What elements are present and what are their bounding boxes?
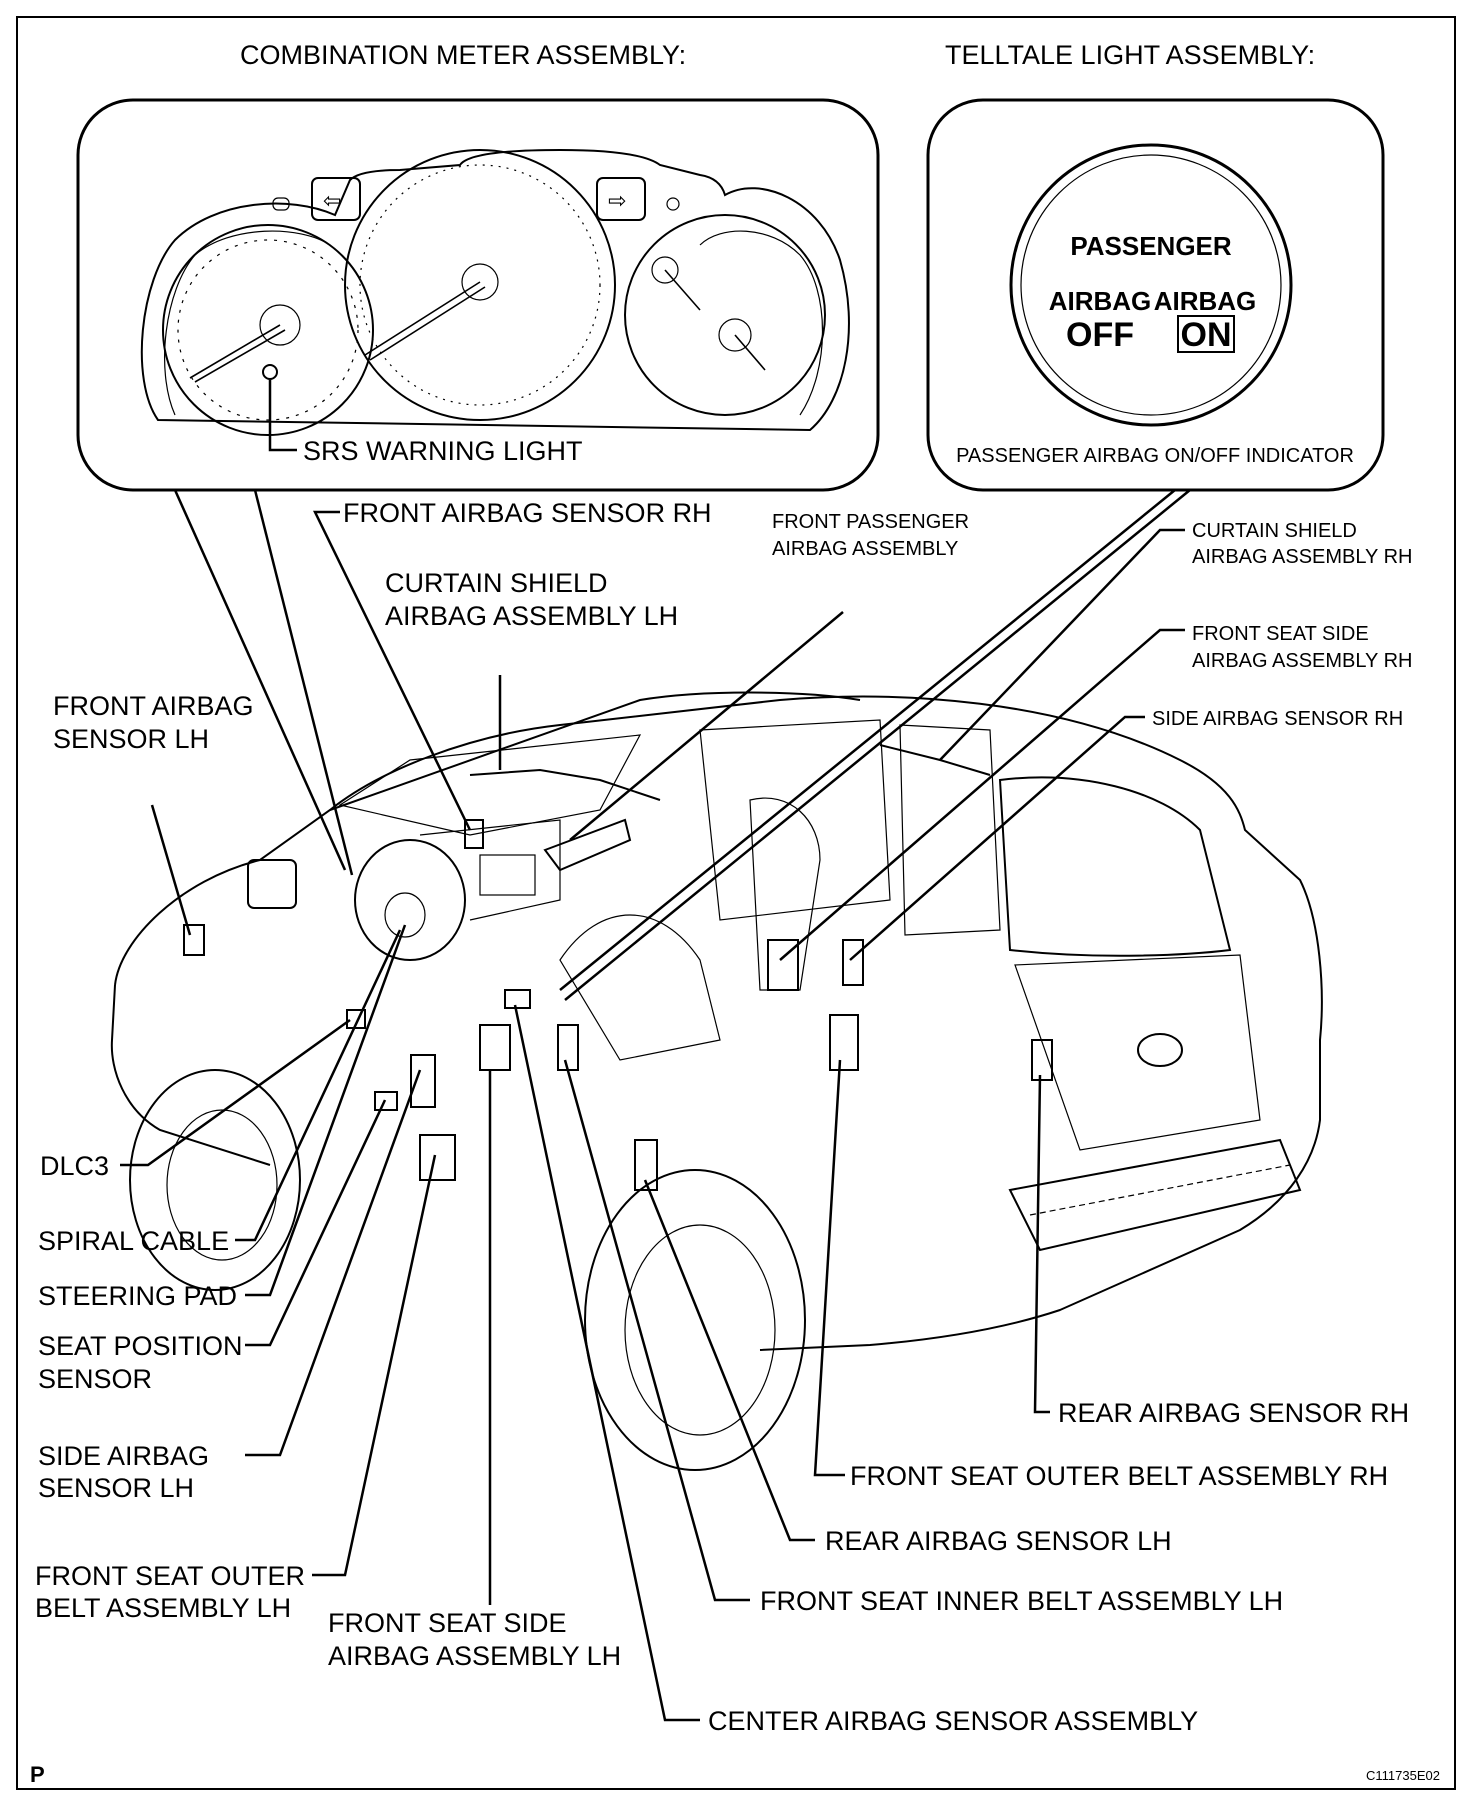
footer-page-letter: P xyxy=(30,1762,45,1787)
indicator-on-box xyxy=(1177,315,1235,353)
label-dlc3: DLC3 xyxy=(40,1151,109,1181)
label-front-seat-side-rh-line2: AIRBAG ASSEMBLY RH xyxy=(1192,650,1412,672)
combination-meter-inset: ⇦ ⇨ xyxy=(76,98,880,492)
label-side-airbag-sensor-rh: SIDE AIRBAG SENSOR RH xyxy=(1152,708,1403,730)
label-rear-airbag-sensor-lh: REAR AIRBAG SENSOR LH xyxy=(825,1526,1172,1556)
indicator-airbag-right-text: AIRBAG xyxy=(1154,286,1257,316)
label-seat-position-sensor-line1: SEAT POSITION xyxy=(38,1331,243,1361)
label-curtain-shield-rh-line2: AIRBAG ASSEMBLY RH xyxy=(1192,546,1412,568)
label-front-seat-side-rh-line1: FRONT SEAT SIDE xyxy=(1192,623,1369,645)
vehicle-drawing xyxy=(110,691,1323,1471)
label-front-seat-outer-belt-rh: FRONT SEAT OUTER BELT ASSEMBLY RH xyxy=(850,1461,1388,1491)
label-front-airbag-sensor-rh: FRONT AIRBAG SENSOR RH xyxy=(343,498,712,528)
indicator-passenger-text: PASSENGER xyxy=(1070,231,1232,261)
turn-left-icon: ⇦ xyxy=(323,188,341,213)
label-front-airbag-sensor-lh-line1: FRONT AIRBAG xyxy=(53,691,254,721)
label-front-seat-side-lh-line1: FRONT SEAT SIDE xyxy=(328,1608,567,1638)
leader-lines xyxy=(120,489,1191,1722)
indicator-airbag-left-text: AIRBAG xyxy=(1049,286,1152,316)
srs-warning-light-icon xyxy=(262,364,278,380)
label-curtain-shield-lh-line2: AIRBAG ASSEMBLY LH xyxy=(385,601,678,631)
label-center-airbag-sensor: CENTER AIRBAG SENSOR ASSEMBLY xyxy=(708,1706,1198,1736)
footer-figure-code: C111735E02 xyxy=(1366,1768,1440,1783)
header-telltale-light: TELLTALE LIGHT ASSEMBLY: xyxy=(945,40,1315,70)
label-side-airbag-sensor-lh-line1: SIDE AIRBAG xyxy=(38,1441,209,1471)
label-curtain-shield-lh-line1: CURTAIN SHIELD xyxy=(385,568,608,598)
label-seat-position-sensor-line2: SENSOR xyxy=(38,1364,152,1394)
telltale-light-inset: PASSENGER AIRBAG AIRBAG OFF ON PASSENGER… xyxy=(926,98,1385,492)
label-front-passenger-airbag-line1: FRONT PASSENGER xyxy=(772,511,969,533)
label-rear-airbag-sensor-rh: REAR AIRBAG SENSOR RH xyxy=(1058,1398,1409,1428)
indicator-caption: PASSENGER AIRBAG ON/OFF INDICATOR xyxy=(956,445,1354,467)
label-front-seat-inner-belt-lh: FRONT SEAT INNER BELT ASSEMBLY LH xyxy=(760,1586,1283,1616)
label-spiral-cable: SPIRAL CABLE xyxy=(38,1226,229,1256)
label-side-airbag-sensor-lh-line2: SENSOR LH xyxy=(38,1473,194,1503)
indicator-off-text: OFF xyxy=(1066,316,1134,354)
diagram-frame xyxy=(16,16,1456,1790)
indicator-on-text: ON xyxy=(1181,316,1232,354)
header-combination-meter: COMBINATION METER ASSEMBLY: xyxy=(240,40,686,70)
label-curtain-shield-rh-line1: CURTAIN SHIELD xyxy=(1192,520,1357,542)
label-front-seat-side-lh-line2: AIRBAG ASSEMBLY LH xyxy=(328,1641,621,1671)
label-front-airbag-sensor-lh-line2: SENSOR LH xyxy=(53,724,209,754)
label-front-passenger-airbag-line2: AIRBAG ASSEMBLY xyxy=(772,538,958,560)
label-front-seat-outer-belt-lh-line1: FRONT SEAT OUTER xyxy=(35,1561,305,1591)
label-srs-warning-light: SRS WARNING LIGHT xyxy=(303,436,583,466)
label-front-seat-outer-belt-lh-line2: BELT ASSEMBLY LH xyxy=(35,1593,291,1623)
label-steering-pad: STEERING PAD xyxy=(38,1281,237,1311)
turn-right-icon: ⇨ xyxy=(608,188,626,213)
